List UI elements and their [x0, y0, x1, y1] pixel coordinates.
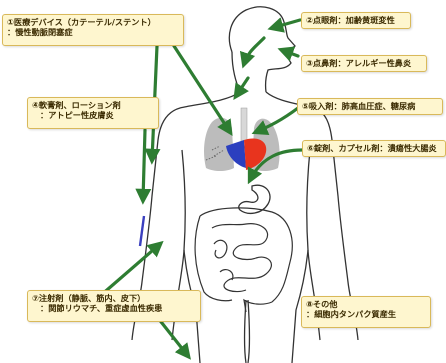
- arrow-2-descend: [244, 38, 264, 64]
- injection-site-icon: [140, 216, 144, 246]
- callout-inhalant-title: ⑤吸入剤：肺高血圧症、糖尿病: [302, 101, 438, 111]
- callout-ointment-title: ④軟膏剤、ローション剤: [32, 100, 154, 110]
- callout-nasal-spray-title: ③点鼻剤：アレルギー性鼻炎: [306, 58, 422, 68]
- callout-medical-device-title: ①医療デバイス（カテーテル/ステント）: [7, 17, 179, 27]
- intestines-icon: [195, 208, 292, 312]
- callout-other: ⑧その他 ：細胞内タンパク質産生: [301, 296, 431, 328]
- callout-ointment-sub: ：アトピー性皮膚炎: [32, 110, 154, 120]
- callout-ointment: ④軟膏剤、ローション剤 ：アトピー性皮膚炎: [27, 97, 159, 129]
- callout-other-title: ⑧その他: [306, 299, 426, 309]
- callout-oral-title: ⑥錠剤、カプセル剤：潰瘍性大腸炎: [307, 143, 441, 153]
- callout-medical-device: ①医療デバイス（カテーテル/ステント） ：慢性動脈閉塞症: [2, 14, 184, 46]
- callout-injection-title: ⑦注射剤（静脈、筋内、皮下）: [32, 293, 196, 303]
- callout-eye-drops: ②点眼剤：加齢黄斑変性: [301, 12, 411, 29]
- callout-eye-drops-title: ②点眼剤：加齢黄斑変性: [306, 15, 406, 25]
- callout-nasal-spray: ③点鼻剤：アレルギー性鼻炎: [301, 55, 427, 72]
- arrow-7-leg: [158, 318, 188, 356]
- arrow-7-arm: [100, 244, 160, 296]
- arrow-4-arm: [143, 130, 145, 200]
- callout-other-sub: ：細胞内タンパク質産生: [306, 309, 426, 319]
- callout-oral: ⑥錠剤、カプセル剤：潰瘍性大腸炎: [302, 140, 446, 157]
- callout-injection-sub: ：関節リウマチ、重症虚血性疾患: [32, 303, 196, 313]
- callout-injection: ⑦注射剤（静脈、筋内、皮下） ：関節リウマチ、重症虚血性疾患: [27, 290, 201, 322]
- callout-inhalant: ⑤吸入剤：肺高血圧症、糖尿病: [297, 98, 443, 115]
- arrow-1-shoulder: [174, 46, 230, 132]
- callout-medical-device-sub: ：慢性動脈閉塞症: [7, 27, 179, 37]
